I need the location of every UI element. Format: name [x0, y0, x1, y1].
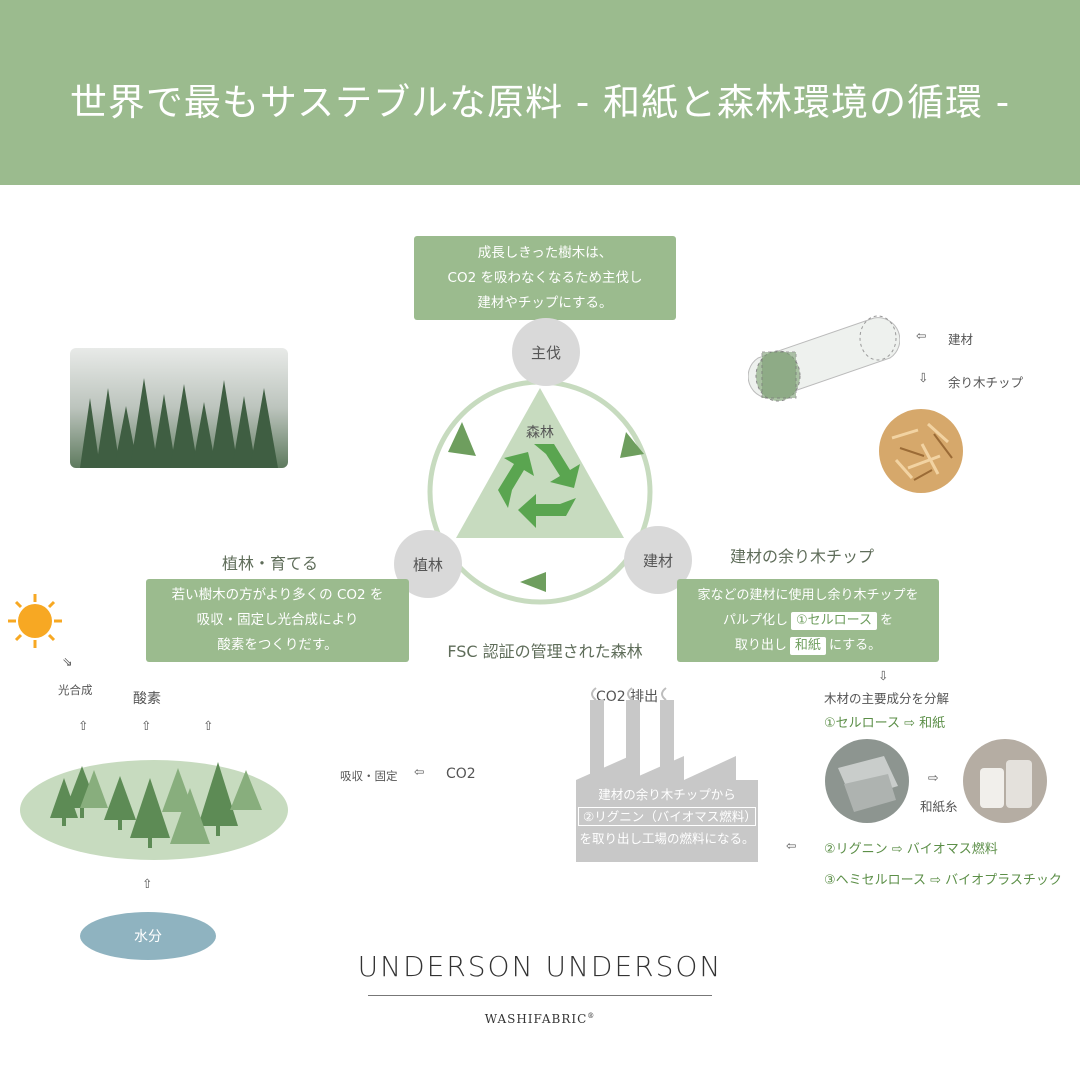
absorb-label: 吸収・固定 — [340, 769, 398, 783]
oxygen-arrow: ⇧ — [78, 718, 89, 733]
planting-description-box: 若い樹木の方がより多くの CO2 を 吸収・固定し光合成により 酸素をつくりだす… — [146, 579, 409, 662]
forest-photo — [70, 348, 288, 468]
co2-arrow: ⇦ — [414, 764, 425, 779]
planting-line-2: 吸収・固定し光合成により — [196, 612, 359, 628]
node-harvest: 主伐 — [512, 318, 580, 386]
harvest-line-3: 建材やチップにする。 — [477, 294, 613, 311]
washi-paper-photo — [825, 739, 909, 823]
planting-line-1: 若い樹木の方がより多くの CO2 を — [171, 587, 384, 603]
wood-chips-photo — [879, 409, 963, 493]
water-arrow: ⇧ — [142, 876, 153, 891]
registered-mark: ® — [587, 1012, 596, 1020]
forest-center-label: 森林 — [526, 425, 554, 441]
thread-label: 和紙糸 — [920, 799, 958, 814]
chip-line-3-post: にする。 — [828, 638, 882, 653]
water-badge: 水分 — [80, 912, 216, 960]
oxygen-label: 酸素 — [133, 691, 161, 707]
recycle-icon — [498, 444, 580, 528]
factory-line-3: を取り出し工場の燃料になる。 — [579, 831, 755, 846]
brand-subtitle-text: WASHIFABRIC — [484, 1012, 588, 1026]
forest-cycle-diagram — [427, 379, 653, 605]
breakdown-title: 木材の主要成分を分解 — [824, 691, 950, 706]
brand-divider — [368, 995, 712, 996]
photosynthesis-arrow: ⇘ — [62, 654, 73, 669]
chip-line-3: 取り出し和紙にする。 — [735, 633, 881, 658]
photosynthesis-label: 光合成 — [58, 683, 93, 697]
washi-thread-photo — [963, 739, 1047, 823]
breakdown-arrow: ⇩ — [878, 668, 889, 683]
forest-illustration — [20, 760, 288, 860]
timber-label-2: 余り木チップ — [948, 375, 1024, 390]
oxygen-arrow: ⇧ — [141, 718, 152, 733]
sun-icon — [8, 594, 62, 648]
breakdown-item-lignin: ②リグニン ⇨ バイオマス燃料 — [824, 842, 998, 857]
chip-line-2-post: を — [880, 613, 894, 628]
chip-title: 建材の余り木チップ — [730, 547, 875, 566]
cycle-arrow-icon — [520, 572, 546, 592]
chip-line-1: 家などの建材に使用し余り木チップを — [697, 588, 919, 603]
factory-icon — [576, 687, 758, 862]
planting-line-3: 酸素をつくりだす。 — [217, 637, 338, 653]
brand-logo: UNDERSON UNDERSON — [357, 950, 723, 983]
chip-line-2-pre: パルプ化し — [722, 613, 788, 628]
lignin-badge: ②リグニン（バイオマス燃料） — [578, 807, 757, 826]
factory-description: 建材の余り木チップから ②リグニン（バイオマス燃料） を取り出し工場の燃料になる… — [578, 784, 757, 850]
page-title: 世界で最もサステブルな原料 - 和紙と森林環境の循環 - — [69, 81, 1011, 124]
washi-badge: 和紙 — [789, 637, 826, 655]
forest-triangle — [456, 388, 624, 538]
factory-co2-label: CO2 排出 — [596, 689, 659, 705]
thread-arrow: ⇨ — [928, 770, 939, 785]
cellulose-badge: ①セルロース — [790, 612, 877, 630]
planting-title: 植林・育てる — [222, 554, 319, 573]
timber-log-illustration — [748, 315, 900, 402]
timber-arrow-1: ⇦ — [916, 328, 927, 343]
timber-arrow-2: ⇩ — [918, 370, 929, 385]
harvest-line-1: 成長しきった樹木は、 — [477, 244, 613, 261]
header-banner — [0, 0, 1080, 185]
harvest-description-box: 成長しきった樹木は、 CO2 を吸わなくなるため主伐し 建材やチップにする。 — [414, 236, 676, 320]
cycle-arrow-icon — [620, 432, 644, 458]
factory-arrow: ⇦ — [786, 838, 797, 853]
brand-subtitle: WASHIFABRIC® — [300, 1012, 780, 1026]
fsc-caption: FSC 認証の管理された森林 — [447, 642, 643, 661]
breakdown-item-hemicellulose: ③ヘミセルロース ⇨ バイオプラスチック — [824, 873, 1062, 888]
oxygen-arrow: ⇧ — [203, 718, 214, 733]
factory-line-1: 建材の余り木チップから — [598, 787, 736, 802]
breakdown-item-cellulose: ①セルロース ⇨ 和紙 — [824, 716, 946, 731]
harvest-line-2: CO2 を吸わなくなるため主伐し — [447, 269, 643, 286]
chip-line-3-pre: 取り出し — [734, 638, 787, 653]
co2-label: CO2 — [446, 766, 476, 782]
timber-label-1: 建材 — [948, 332, 974, 347]
cycle-arrow-icon — [448, 422, 476, 456]
